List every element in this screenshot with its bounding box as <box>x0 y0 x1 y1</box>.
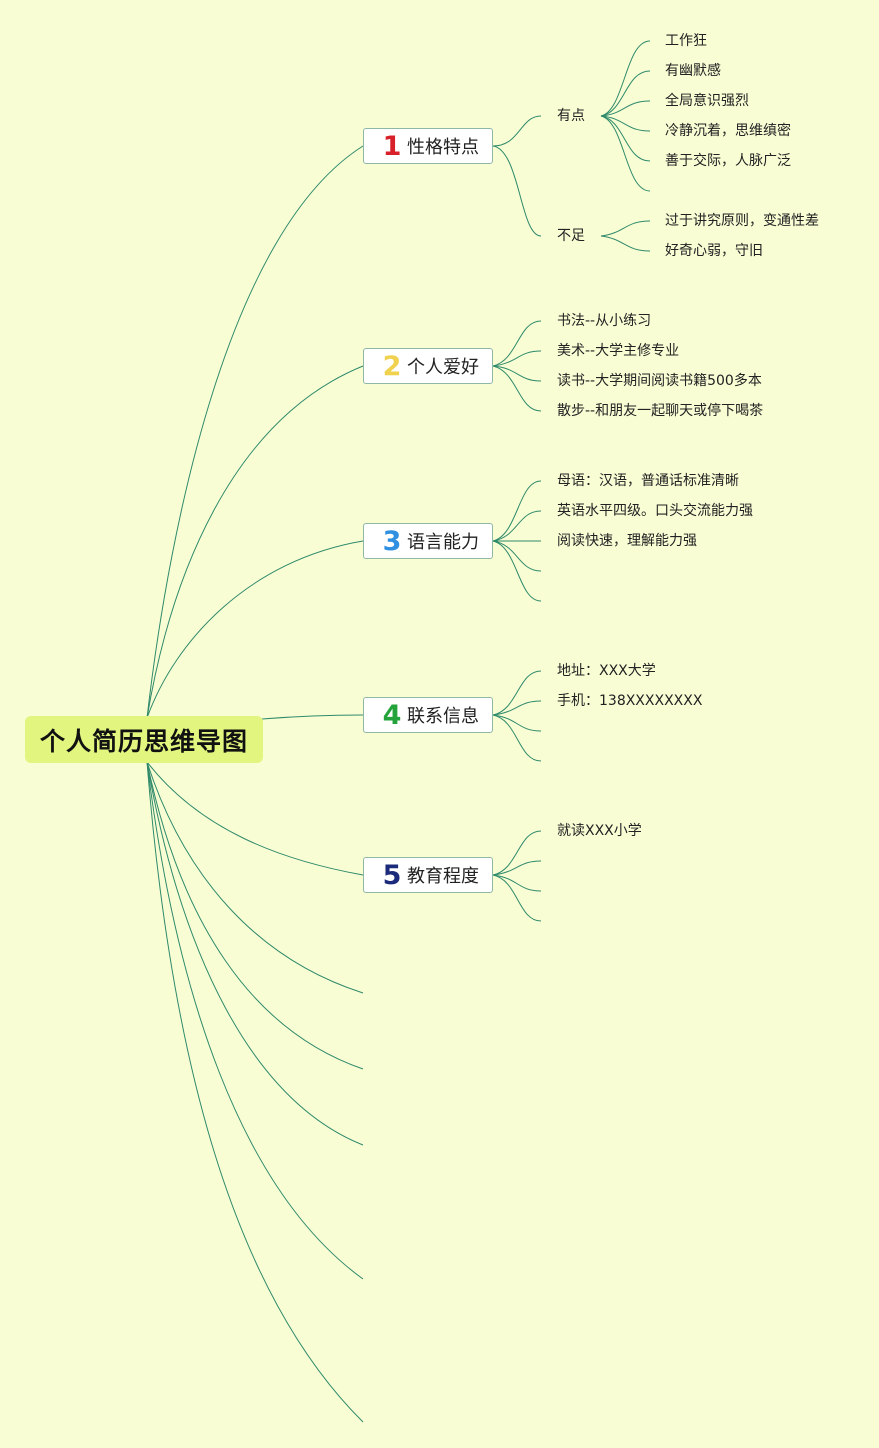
link-topic1-group1 <box>492 115 542 147</box>
link-group1-leaf1 <box>600 40 651 117</box>
leaf-node[interactable]: 母语：汉语，普通话标准清晰 <box>557 473 739 489</box>
topic-number: 1 <box>382 130 402 162</box>
link-group2-leaf1 <box>600 220 651 237</box>
link-group1-leaf2 <box>600 70 651 117</box>
leaf-node[interactable]: 书法--从小练习 <box>557 313 652 329</box>
link-root-topic3 <box>146 540 364 719</box>
leaf-node[interactable]: 好奇心弱，守旧 <box>665 243 763 259</box>
topic-node-education[interactable]: 5 教育程度 <box>363 857 493 893</box>
link-group1-leaf6 <box>600 115 651 192</box>
leaf-node[interactable]: 阅读快速，理解能力强 <box>557 533 697 549</box>
link-group1-leaf3 <box>600 100 651 117</box>
leaf-node[interactable]: 就读XXX小学 <box>557 823 642 839</box>
topic-node-language[interactable]: 3 语言能力 <box>363 523 493 559</box>
link-root-empty-2 <box>146 761 364 1070</box>
link-root-empty-5 <box>146 761 364 1423</box>
link-topic3-leaf4 <box>492 540 542 572</box>
link-group2-leaf2 <box>600 235 651 252</box>
leaf-node[interactable]: 冷静沉着，思维缜密 <box>665 123 791 139</box>
link-root-empty-4 <box>146 761 364 1280</box>
topic-number: 2 <box>382 350 402 382</box>
leaf-node[interactable]: 工作狂 <box>665 33 707 49</box>
leaf-node[interactable]: 美术--大学主修专业 <box>557 343 680 359</box>
link-group1-leaf4 <box>600 115 651 132</box>
link-topic4-leaf1 <box>492 670 542 716</box>
link-topic3-leaf1 <box>492 480 542 542</box>
link-root-topic5 <box>146 761 364 876</box>
link-topic2-leaf1 <box>492 320 542 367</box>
topic-node-hobbies[interactable]: 2 个人爱好 <box>363 348 493 384</box>
link-topic2-leaf4 <box>492 365 542 412</box>
topic-label: 语言能力 <box>407 532 479 553</box>
link-topic1-group2 <box>492 145 542 237</box>
link-topic5-leaf4 <box>492 874 542 922</box>
leaf-node[interactable]: 手机：138XXXXXXXX <box>557 693 703 709</box>
root-node[interactable]: 个人简历思维导图 <box>25 716 263 763</box>
link-topic2-leaf2 <box>492 350 542 367</box>
leaf-node[interactable]: 全局意识强烈 <box>665 93 749 109</box>
link-topic5-leaf1 <box>492 830 542 876</box>
link-topic4-leaf4 <box>492 714 542 762</box>
link-topic4-leaf3 <box>492 714 542 732</box>
link-root-topic2 <box>146 365 364 719</box>
topic-number: 5 <box>382 859 402 891</box>
link-topic4-leaf2 <box>492 700 542 716</box>
group-node-weaknesses[interactable]: 不足 <box>557 228 585 244</box>
topic-number: 3 <box>382 525 402 557</box>
topic-label: 性格特点 <box>407 137 479 158</box>
leaf-node[interactable]: 地址：XXX大学 <box>557 663 656 679</box>
link-topic3-leaf2 <box>492 510 542 542</box>
leaf-node[interactable]: 散步--和朋友一起聊天或停下喝茶 <box>557 403 764 419</box>
topic-label: 个人爱好 <box>407 357 479 378</box>
link-topic2-leaf3 <box>492 365 542 382</box>
topic-number: 4 <box>382 699 402 731</box>
link-root-topic4 <box>261 714 364 720</box>
group-node-strengths[interactable]: 有点 <box>557 108 585 124</box>
leaf-node[interactable]: 善于交际，人脉广泛 <box>665 153 791 169</box>
link-root-topic1 <box>146 145 364 719</box>
link-root-empty-1 <box>146 761 364 994</box>
topic-node-personality[interactable]: 1 性格特点 <box>363 128 493 164</box>
topic-label: 联系信息 <box>407 706 479 727</box>
link-group1-leaf5 <box>600 115 651 162</box>
topic-label: 教育程度 <box>407 866 479 887</box>
link-root-empty-3 <box>146 761 364 1146</box>
link-topic5-leaf2 <box>492 860 542 876</box>
link-topic3-leaf5 <box>492 540 542 602</box>
leaf-node[interactable]: 有幽默感 <box>665 63 721 79</box>
leaf-node[interactable]: 读书--大学期间阅读书籍500多本 <box>557 373 762 389</box>
leaf-node[interactable]: 过于讲究原则，变通性差 <box>665 213 819 229</box>
leaf-node[interactable]: 英语水平四级。口头交流能力强 <box>557 503 753 519</box>
topic-node-contact[interactable]: 4 联系信息 <box>363 697 493 733</box>
link-topic5-leaf3 <box>492 874 542 892</box>
